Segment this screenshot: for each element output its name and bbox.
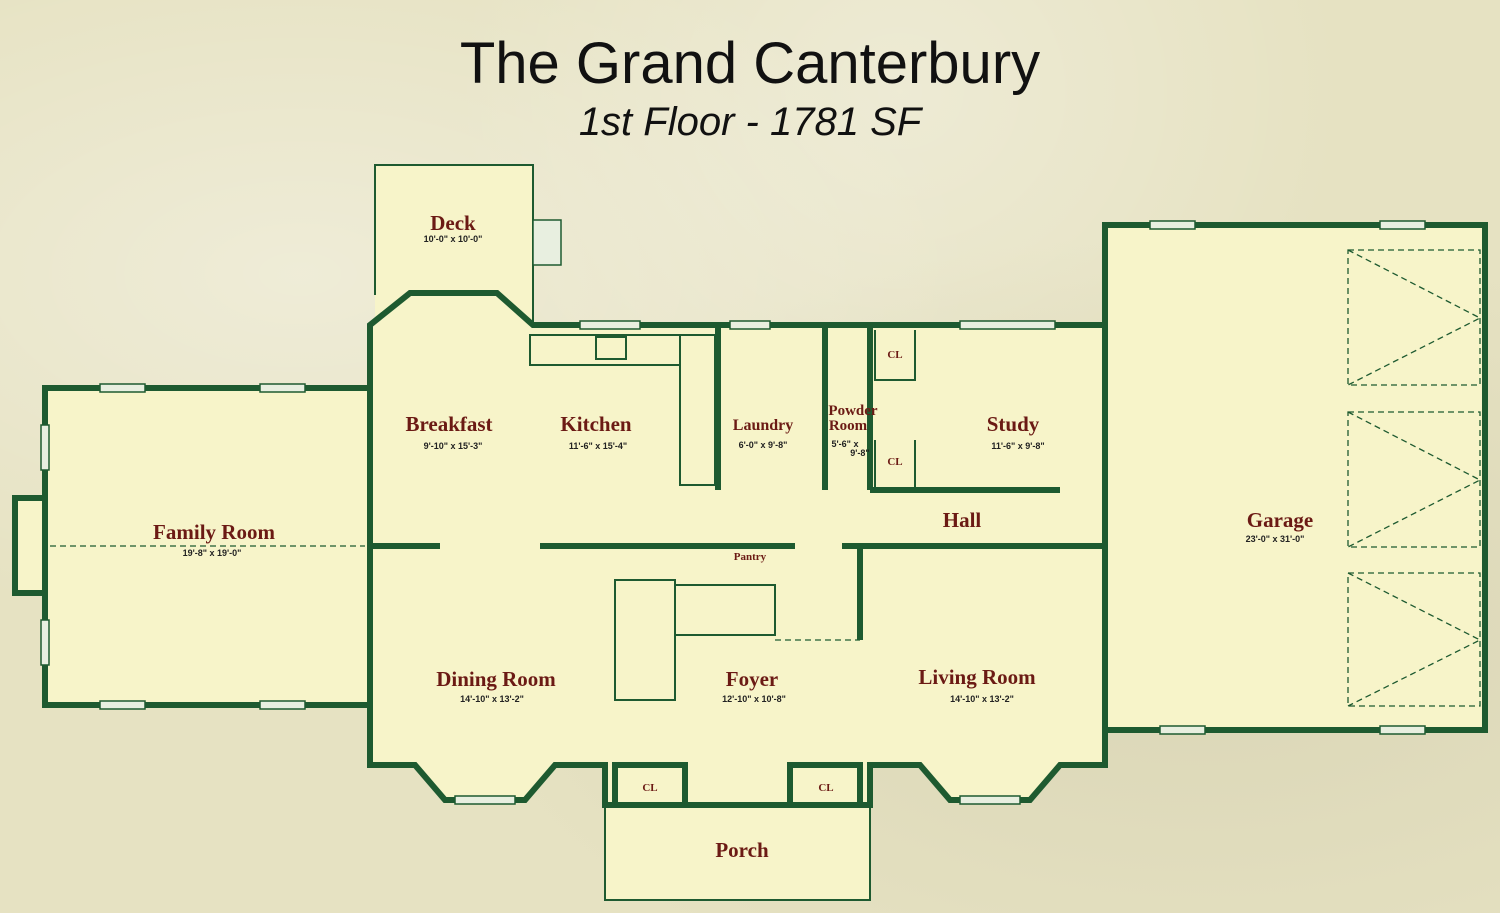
living-room-label: Living Room bbox=[918, 665, 1036, 689]
plan-subtitle: 1st Floor - 1781 SF bbox=[578, 100, 922, 144]
kitchen-label: Kitchen bbox=[560, 412, 631, 436]
garage-label: Garage bbox=[1247, 508, 1313, 532]
powder-room-label: Powder bbox=[828, 403, 877, 419]
kitchen-dims: 11'-6" x 15'-4" bbox=[569, 441, 627, 451]
foyer-dims: 12'-10" x 10'-8" bbox=[722, 694, 786, 704]
windows bbox=[40, 219, 1426, 805]
closet-label: CL bbox=[818, 782, 833, 794]
porch-label: Porch bbox=[715, 838, 769, 862]
powder-room-dims: 5'-6" x bbox=[832, 439, 859, 449]
closet-label: CL bbox=[642, 782, 657, 794]
deck-label: Deck bbox=[430, 211, 476, 235]
plan-title: The Grand Canterbury bbox=[459, 31, 1041, 96]
garage-dims: 23'-0" x 31'-0" bbox=[1246, 534, 1305, 544]
deck-dims: 10'-0" x 10'-0" bbox=[424, 234, 483, 244]
closet-label: CL bbox=[887, 456, 902, 468]
study-label: Study bbox=[987, 412, 1040, 436]
study-dims: 11'-6" x 9'-8" bbox=[991, 441, 1044, 451]
interior-walls bbox=[367, 325, 1105, 805]
family-room-dims: 19'-8" x 19'-0" bbox=[183, 548, 242, 558]
foyer-label: Foyer bbox=[726, 667, 778, 691]
pantry-label: Pantry bbox=[734, 551, 767, 563]
family-room-label: Family Room bbox=[153, 520, 275, 544]
dining-room-label: Dining Room bbox=[436, 667, 556, 691]
garage-doors bbox=[1347, 249, 1482, 707]
breakfast-dims: 9'-10" x 15'-3" bbox=[424, 441, 483, 451]
powder-room-dims-2: 9'-8" bbox=[850, 448, 869, 458]
living-room-dims: 14'-10" x 13'-2" bbox=[950, 694, 1014, 704]
hall-label: Hall bbox=[943, 508, 982, 532]
breakfast-label: Breakfast bbox=[405, 412, 492, 436]
closet-label: CL bbox=[887, 349, 902, 361]
dining-room-dims: 14'-10" x 13'-2" bbox=[460, 694, 524, 704]
powder-room-label-2: Room bbox=[829, 418, 868, 434]
laundry-label: Laundry bbox=[733, 417, 793, 434]
laundry-dims: 6'-0" x 9'-8" bbox=[739, 440, 788, 450]
